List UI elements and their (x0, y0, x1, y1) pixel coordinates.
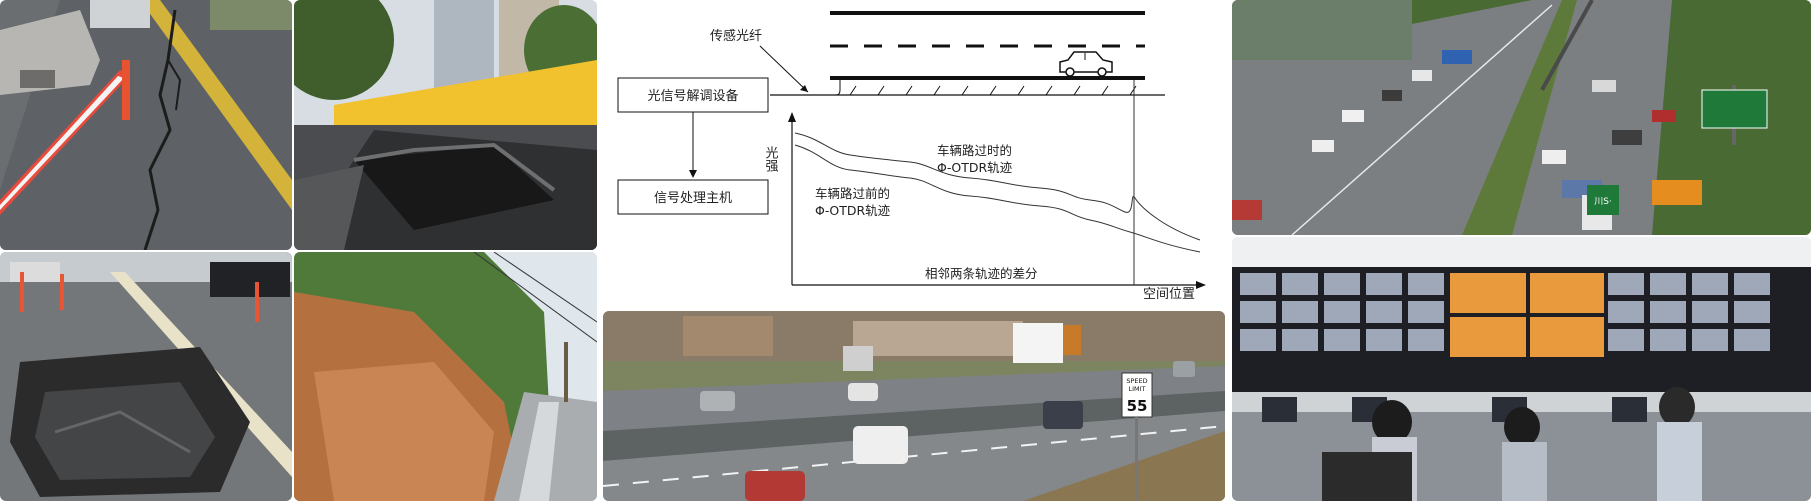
speed-sign-value: 55 (1127, 397, 1148, 415)
sensor-fiber-pointer (759, 45, 809, 93)
x-axis-arrowhead (1196, 281, 1206, 289)
car-icon (1059, 51, 1113, 77)
trace-passing-label-line1: 车辆路过时的 (937, 143, 1012, 158)
y-axis-arrowhead (788, 112, 796, 122)
processor-label: 信号处理主机 (654, 191, 732, 206)
sensor-fiber-label: 传感光纤 (710, 28, 762, 44)
trace-passing (794, 132, 1201, 241)
trace-before-label-line1: 车辆路过前的 (815, 186, 890, 201)
difference-label: 相邻两条轨迹的差分 (925, 266, 1038, 281)
sensor-fiber-arrowhead (800, 85, 808, 92)
demod-to-processor-arrowhead (689, 170, 697, 178)
monitor-wall-grid (1240, 273, 1770, 351)
speed-sign-line2: LIMIT (1128, 385, 1145, 393)
photo-cracked-wet-road (0, 0, 292, 250)
trace-before-label-line2: Φ-OTDR轨迹 (815, 203, 891, 218)
processor-box (617, 179, 769, 215)
x-axis-label: 空间位置 (1143, 287, 1195, 300)
trace-before (794, 144, 1201, 253)
photo-collapsed-road-barrier (294, 0, 597, 250)
phi-otdr-diagram: 传感光纤 光信号解调设备 信号处理主机 光强 空间位置 车辆路过时的 Φ-OTD… (617, 11, 1206, 300)
green-bus-sign-text: 川S· (1594, 197, 1612, 207)
speed-sign-line1: SPEED (1126, 377, 1147, 385)
photo-highway-traffic: SPEED LIMIT 55 (603, 311, 1225, 501)
photo-monitoring-control-room (1232, 237, 1811, 501)
trace-passing-label-line2: Φ-OTDR轨迹 (937, 160, 1013, 175)
photo-landslide-roadside (294, 252, 597, 501)
demodulator-label: 光信号解调设备 (647, 88, 738, 104)
fiber-hatches (849, 85, 1137, 96)
photo-road-sinkhole (0, 252, 292, 501)
y-axis-label: 光强 (763, 146, 779, 173)
photo-highway-pileup-aerial: 川S· (1232, 0, 1811, 235)
